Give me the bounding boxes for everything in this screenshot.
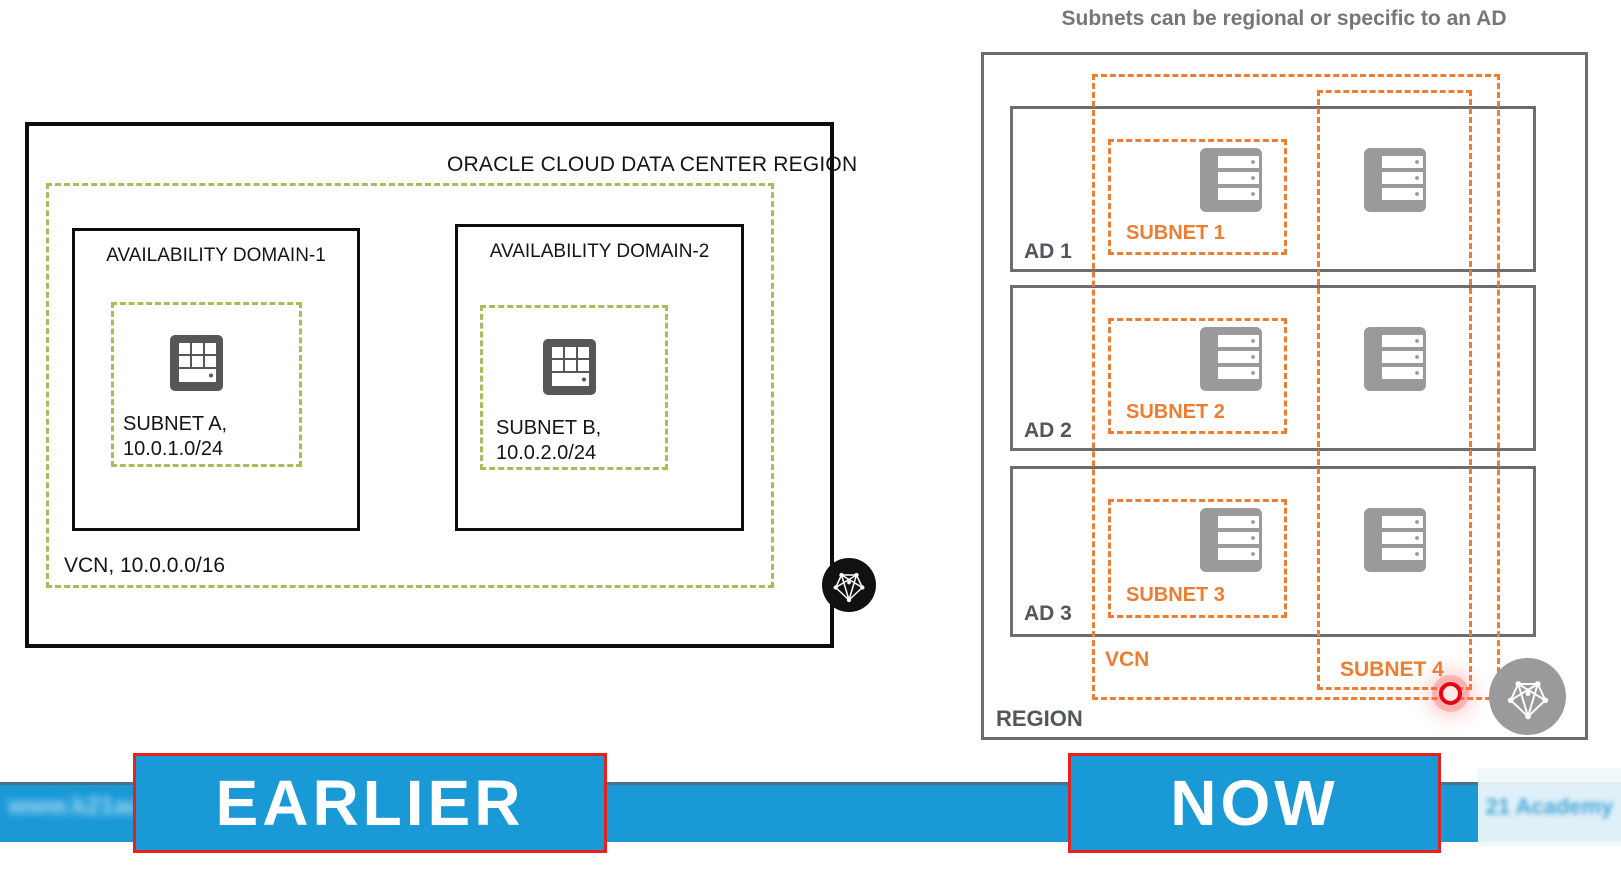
network-logo-badge	[822, 558, 876, 612]
network-logo-icon	[833, 572, 865, 603]
subnet-3-dashed-box	[1108, 499, 1287, 618]
server-icon	[1364, 327, 1426, 396]
vcn-dashed-box	[1092, 74, 1500, 700]
network-logo-badge	[1489, 658, 1566, 735]
availability-domain-1-title: AVAILABILITY DOMAIN-1	[106, 245, 326, 266]
watermark-right-patch: 21 Academy	[1478, 768, 1621, 846]
now-button[interactable]: NOW	[1068, 753, 1441, 853]
ad-3-box	[1010, 466, 1536, 637]
watermark-left: www.k21ac	[8, 792, 142, 820]
subnet-grid-icon	[170, 335, 223, 396]
ad-1-label: AD 1	[1024, 240, 1072, 263]
vcn-cidr-label: VCN, 10.0.0.0/16	[64, 554, 226, 577]
oracle-region-title: ORACLE CLOUD DATA CENTER REGION	[447, 153, 858, 176]
server-icon	[1200, 148, 1262, 217]
subnet-b-label: SUBNET B, 10.0.2.0/24	[496, 416, 601, 466]
ad-2-box	[1010, 285, 1536, 451]
server-icon	[1200, 508, 1262, 577]
network-logo-icon	[1507, 680, 1548, 719]
subnet-a-name: SUBNET A,	[123, 413, 228, 435]
subnet-b-dashed-box	[480, 305, 668, 470]
availability-domain-2-title: AVAILABILITY DOMAIN-2	[489, 241, 710, 262]
ad-3-label: AD 3	[1024, 602, 1072, 625]
subnet-a-dashed-box	[111, 302, 302, 467]
subnet-4-label: SUBNET 4	[1340, 658, 1444, 681]
vcn-dashed-boundary	[46, 183, 774, 588]
earlier-button[interactable]: EARLIER	[133, 753, 607, 853]
vcn-label: VCN	[1105, 648, 1150, 671]
subnet-a-cidr: 10.0.1.0/24	[123, 438, 224, 460]
region-label: REGION	[996, 706, 1083, 731]
right-diagram-title: Subnets can be regional or specific to a…	[1061, 7, 1507, 30]
subnet-b-name: SUBNET B,	[496, 417, 602, 439]
availability-domain-2-box: AVAILABILITY DOMAIN-2	[455, 224, 744, 531]
availability-domain-1-box: AVAILABILITY DOMAIN-1	[72, 228, 360, 531]
laser-pointer-dot	[1439, 682, 1462, 705]
subnet-3-label: SUBNET 3	[1126, 584, 1225, 606]
server-icon	[1364, 148, 1426, 217]
watermark-right: 21 Academy	[1485, 794, 1614, 819]
subnet-1-dashed-box	[1108, 139, 1287, 255]
subnet-grid-icon	[543, 339, 596, 400]
ad-1-box	[1010, 106, 1536, 272]
subnet-2-label: SUBNET 2	[1126, 401, 1225, 423]
server-icon	[1200, 327, 1262, 396]
subnet-1-label: SUBNET 1	[1126, 222, 1225, 244]
subnet-2-dashed-box	[1108, 318, 1287, 434]
ad-2-label: AD 2	[1024, 419, 1072, 442]
server-icon	[1364, 508, 1426, 577]
subnet-a-label: SUBNET A, 10.0.1.0/24	[123, 412, 227, 462]
subnet-b-cidr: 10.0.2.0/24	[496, 442, 597, 464]
subnet-4-regional-dashed-box	[1317, 90, 1472, 690]
